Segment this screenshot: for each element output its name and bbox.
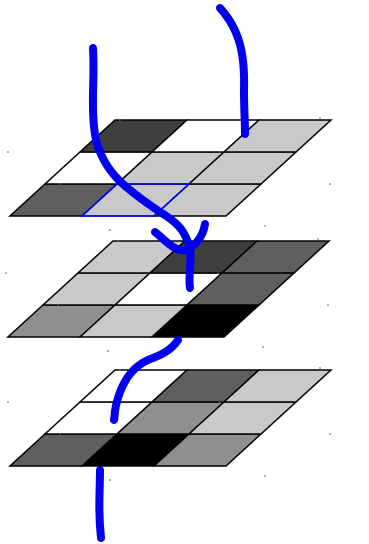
grid-dot xyxy=(317,238,319,240)
grid-dot xyxy=(329,183,331,185)
grid-dot xyxy=(109,479,111,481)
grid-dot xyxy=(264,475,266,477)
grid-dot xyxy=(107,350,109,352)
grid-dot xyxy=(329,433,331,435)
grid-layer-2 xyxy=(8,241,329,337)
grid-dot xyxy=(59,183,61,185)
blue-strand xyxy=(220,8,245,134)
blue-strand xyxy=(99,470,101,538)
grid-dot xyxy=(59,433,61,435)
grid-dot xyxy=(319,117,321,119)
grid-dot xyxy=(262,346,264,348)
grid-layer-3 xyxy=(10,370,331,466)
grid-dot xyxy=(219,151,221,153)
grid-dot xyxy=(109,229,111,231)
grid-dot xyxy=(7,151,9,153)
grid-dot xyxy=(264,225,266,227)
grid-dot xyxy=(57,304,59,306)
grid-dot xyxy=(117,240,119,242)
grid-dot xyxy=(327,304,329,306)
layers-group xyxy=(8,120,331,466)
grid-dot xyxy=(119,119,121,121)
grid-dot xyxy=(7,401,9,403)
grid-dot xyxy=(119,369,121,371)
grid-dot xyxy=(217,272,219,274)
grid-dot xyxy=(5,272,7,274)
grid-dot xyxy=(219,401,221,403)
grid-dot xyxy=(319,367,321,369)
